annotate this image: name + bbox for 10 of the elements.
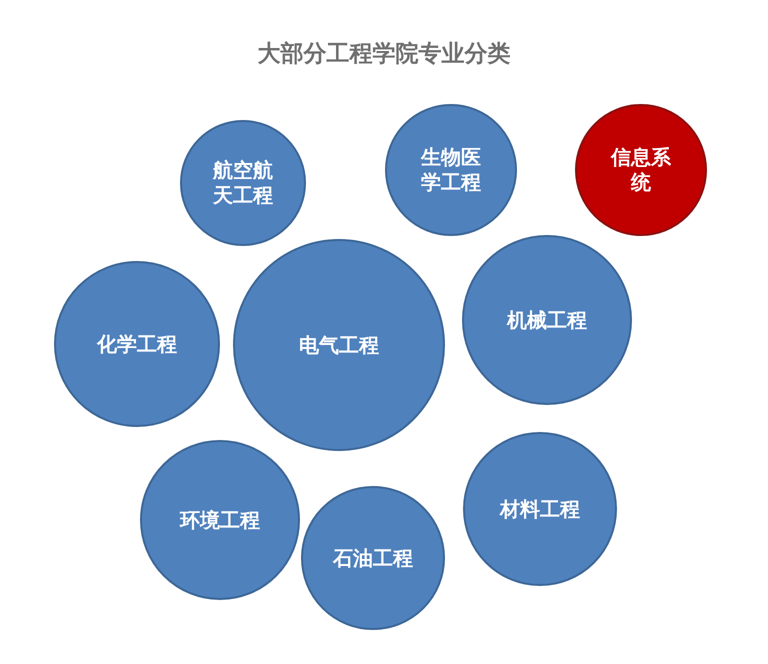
bubble-label: 信息系统 [610, 145, 672, 195]
bubble-label: 石油工程 [333, 546, 413, 570]
bubble-label: 生物医学工程 [420, 145, 482, 195]
bubble-label: 材料工程 [500, 496, 580, 522]
bubble-label: 环境工程 [180, 508, 260, 532]
chart-title: 大部分工程学院专业分类 [256, 40, 512, 69]
bubble-label: 航空航天工程 [212, 158, 274, 208]
bubble-label: 电气工程 [299, 332, 379, 358]
bubble-label: 机械工程 [507, 308, 587, 332]
bubble-label: 化学工程 [97, 332, 177, 356]
